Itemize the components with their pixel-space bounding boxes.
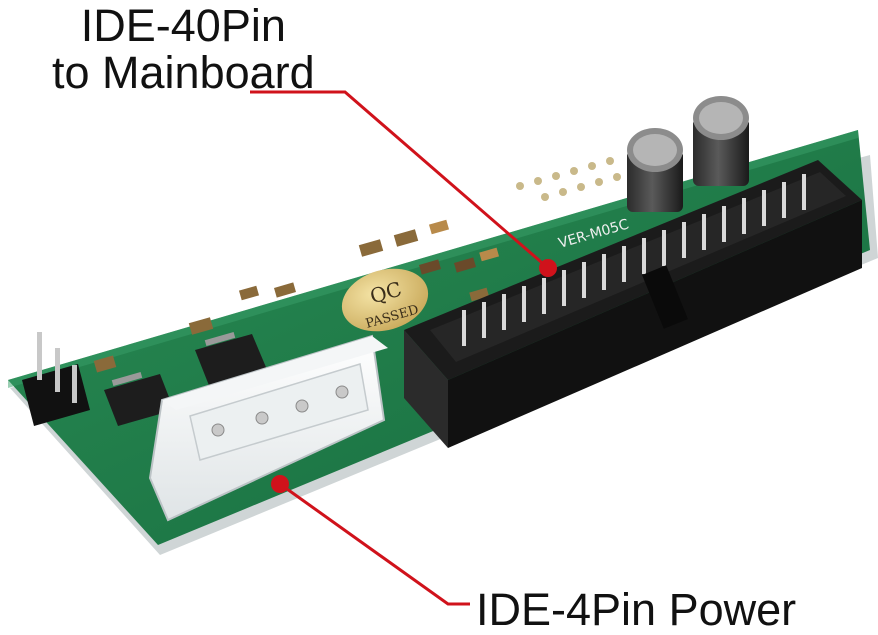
jumper-header [22,332,90,426]
callout-pointers [250,90,549,606]
capacitors [627,96,749,212]
callout-ide-40pin: IDE-40Pin to Mainboard [52,2,315,97]
callout-ide-40pin-line1: IDE-40Pin [80,0,286,51]
pointer-dot-top [539,259,557,277]
ide-40pin-connector [404,160,862,448]
pointer-dot-bottom [271,475,289,493]
qc-passed-sticker: QC PASSED [341,268,429,332]
smd-components [93,219,500,373]
molex-4pin-power-connector [148,334,388,522]
callout-ide-4pin-power: IDE-4Pin Power [476,584,797,635]
callout-ide-40pin-line2: to Mainboard [52,47,315,99]
pin-holes [516,157,621,201]
